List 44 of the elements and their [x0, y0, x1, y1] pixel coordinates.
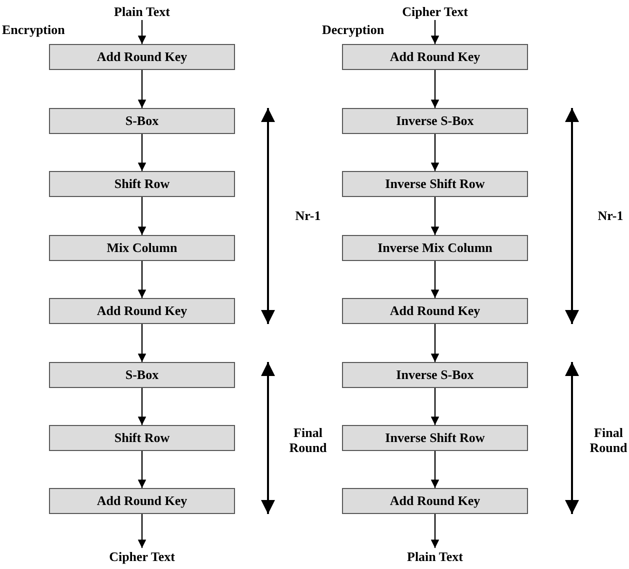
- arrow: [138, 514, 146, 548]
- arrow: [430, 134, 440, 171]
- process-box: Shift Row: [49, 425, 235, 451]
- span-label: Nr-1: [596, 208, 624, 223]
- process-box: Inverse Shift Row: [342, 425, 528, 451]
- io-text: Plain Text: [97, 3, 187, 20]
- arrow: [430, 514, 440, 548]
- io-text: Plain Text: [390, 548, 480, 565]
- arrow: [138, 134, 146, 171]
- arrow: [430, 70, 440, 108]
- process-box: Shift Row: [49, 171, 235, 197]
- span-label: Final Round: [288, 425, 328, 455]
- process-box: Add Round Key: [342, 488, 528, 514]
- arrow: [430, 197, 440, 235]
- process-box: Add Round Key: [49, 44, 235, 70]
- column-heading: Encryption: [2, 22, 66, 37]
- span-label: Nr-1: [294, 208, 322, 223]
- arrow: [138, 197, 146, 235]
- process-box: S-Box: [49, 362, 235, 388]
- process-box: Inverse S-Box: [342, 108, 528, 134]
- process-box: Add Round Key: [342, 44, 528, 70]
- process-box: Add Round Key: [49, 488, 235, 514]
- process-box: Add Round Key: [342, 298, 528, 324]
- process-box: Inverse S-Box: [342, 362, 528, 388]
- process-box: S-Box: [49, 108, 235, 134]
- arrow: [138, 388, 146, 425]
- column-heading: Decryption: [322, 22, 386, 37]
- arrow: [138, 20, 146, 44]
- io-text: Cipher Text: [97, 548, 187, 565]
- process-box: Inverse Shift Row: [342, 171, 528, 197]
- arrow: [138, 70, 146, 108]
- io-text: Cipher Text: [390, 3, 480, 20]
- arrow: [138, 324, 146, 362]
- arrow: [138, 451, 146, 488]
- arrow: [138, 261, 146, 298]
- arrow: [430, 261, 440, 298]
- arrow: [430, 324, 440, 362]
- span-label: Final Round: [588, 425, 628, 455]
- arrow: [430, 451, 440, 488]
- process-box: Mix Column: [49, 235, 235, 261]
- arrow: [430, 388, 440, 425]
- arrow: [430, 20, 440, 44]
- process-box: Add Round Key: [49, 298, 235, 324]
- process-box: Inverse Mix Column: [342, 235, 528, 261]
